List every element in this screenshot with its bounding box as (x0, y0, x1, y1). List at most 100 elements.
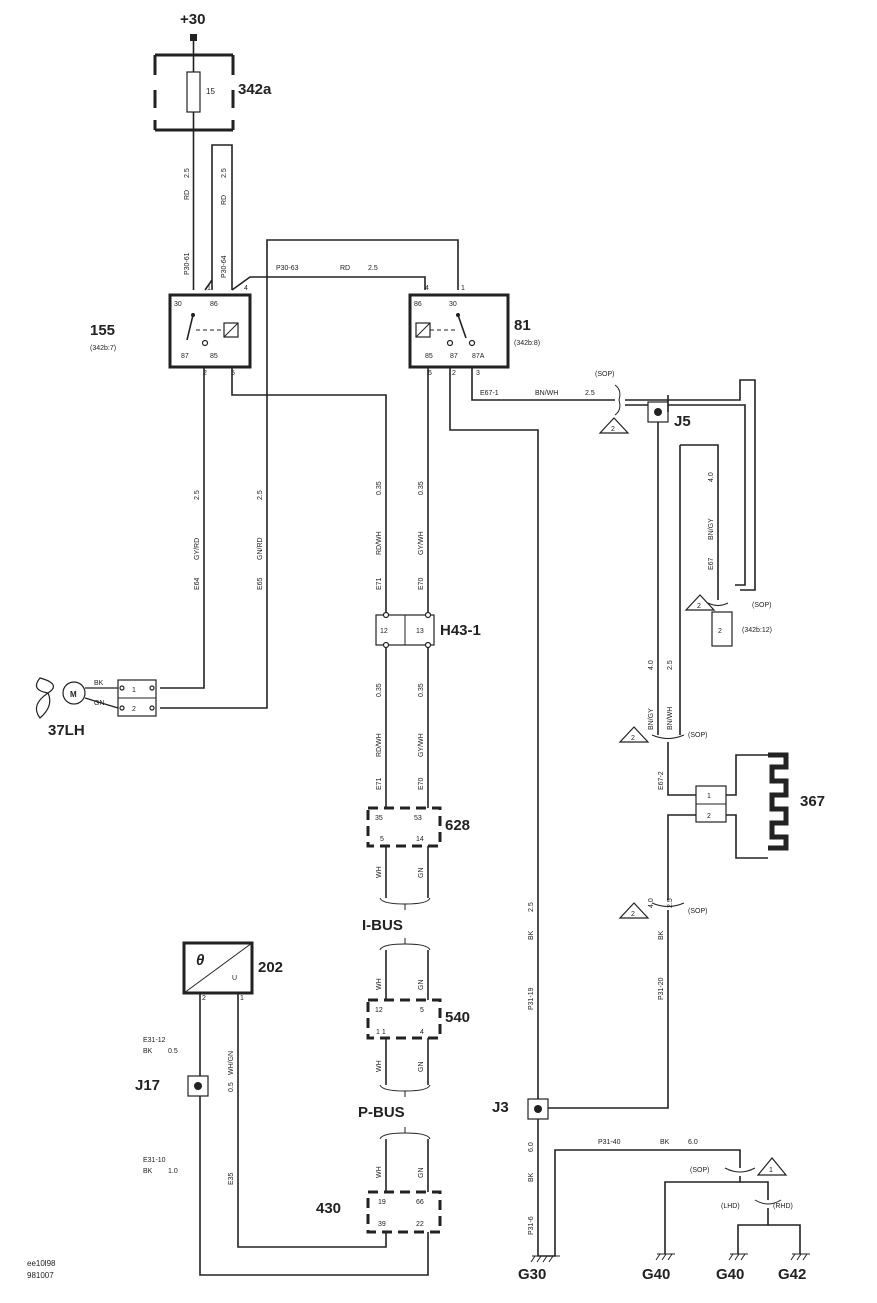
motor-icon (62, 681, 86, 705)
svg-text:5: 5 (231, 370, 235, 377)
svg-text:BK: BK (528, 1172, 535, 1182)
svg-text:87: 87 (450, 353, 458, 360)
module-628 (366, 806, 442, 848)
wire-size-w2: 2.5 (221, 168, 228, 178)
svg-text:1: 1 (132, 687, 136, 694)
fan-blade-icon (35, 677, 55, 719)
ground-g40b-label: G40 (716, 1266, 744, 1283)
svg-text:2.5: 2.5 (667, 898, 674, 908)
svg-text:0.35: 0.35 (376, 481, 383, 495)
svg-text:30: 30 (174, 301, 182, 308)
svg-text:2: 2 (631, 735, 635, 742)
svg-text:P30-63: P30-63 (276, 265, 299, 272)
ground-g40b-icon (728, 1253, 748, 1261)
svg-text:GN: GN (418, 868, 425, 879)
svg-text:2: 2 (132, 706, 136, 713)
svg-text:19: 19 (378, 1199, 386, 1206)
svg-text:2: 2 (202, 995, 206, 1002)
svg-text:4.0: 4.0 (648, 898, 655, 908)
svg-text:GN: GN (418, 980, 425, 991)
svg-text:WH: WH (376, 978, 383, 990)
module-540-label: 540 (445, 1009, 470, 1026)
svg-text:1: 1 (207, 285, 211, 292)
svg-text:BN/GY: BN/GY (648, 708, 655, 730)
svg-text:E64: E64 (194, 577, 201, 590)
svg-text:GN/RD: GN/RD (257, 537, 264, 560)
splice-j3-label: J3 (492, 1099, 509, 1116)
sensor-202 (182, 941, 254, 995)
module-430 (366, 1190, 442, 1234)
svg-text:5: 5 (420, 1007, 424, 1014)
svg-text:BK: BK (660, 1139, 670, 1146)
supply-terminal (190, 34, 197, 41)
svg-text:5: 5 (380, 836, 384, 843)
fuse-15 (186, 71, 201, 113)
svg-text:35: 35 (375, 815, 383, 822)
svg-text:14: 14 (416, 836, 424, 843)
svg-text:(RHD): (RHD) (773, 1203, 793, 1210)
svg-text:2: 2 (697, 603, 701, 610)
svg-text:(342b:8): (342b:8) (514, 340, 540, 347)
module-540 (366, 998, 442, 1040)
svg-text:GN: GN (94, 700, 105, 707)
svg-text:0.5: 0.5 (168, 1048, 178, 1055)
svg-text:BK: BK (528, 930, 535, 940)
svg-text:4: 4 (244, 285, 248, 292)
motor-37lh-label: 37LH (48, 722, 85, 739)
svg-text:P31-20: P31-20 (658, 977, 665, 1000)
svg-text:4: 4 (425, 285, 429, 292)
svg-text:RD: RD (340, 265, 350, 272)
svg-text:2: 2 (203, 370, 207, 377)
svg-text:U: U (232, 975, 237, 982)
svg-text:M: M (70, 690, 77, 699)
svg-text:2.5: 2.5 (528, 902, 535, 912)
svg-text:4: 4 (420, 1029, 424, 1036)
svg-text:12: 12 (375, 1007, 383, 1014)
splice-j5-label: J5 (674, 413, 691, 430)
module-430-label: 430 (316, 1200, 341, 1217)
svg-text:39: 39 (378, 1221, 386, 1228)
svg-text:E67-1: E67-1 (480, 390, 499, 397)
svg-text:3: 3 (476, 370, 480, 377)
svg-text:GN: GN (418, 1168, 425, 1179)
ibus-label: I-BUS (362, 917, 403, 934)
svg-text:P31-19: P31-19 (528, 987, 535, 1010)
sensor-theta-symbol: θ (196, 952, 205, 969)
svg-text:2: 2 (718, 628, 722, 635)
heater-element-icon (768, 752, 789, 851)
svg-text:GY/WH: GY/WH (418, 733, 425, 757)
splice-j17-label: J17 (135, 1077, 160, 1094)
svg-text:1: 1 (769, 1167, 773, 1174)
svg-text:E71: E71 (376, 777, 383, 790)
ground-g42-icon (790, 1253, 810, 1261)
svg-text:E31-10: E31-10 (143, 1157, 166, 1164)
wire-code-w1: P30-61 (184, 252, 191, 275)
svg-text:12: 12 (380, 628, 388, 635)
wire-code-w2: P30-64 (221, 255, 228, 278)
svg-text:1 1: 1 1 (376, 1029, 386, 1036)
svg-text:2.5: 2.5 (257, 490, 264, 500)
svg-text:GN: GN (418, 1062, 425, 1073)
svg-text:(SOP): (SOP) (688, 732, 707, 739)
svg-text:0.35: 0.35 (418, 481, 425, 495)
svg-text:E65: E65 (257, 577, 264, 590)
wire-color-w2: RD (221, 195, 228, 205)
fuse-box-label: 342a (238, 81, 272, 98)
svg-text:86: 86 (414, 301, 422, 308)
svg-text:2.5: 2.5 (368, 265, 378, 272)
svg-text:BK: BK (143, 1168, 153, 1175)
svg-text:2: 2 (611, 426, 615, 433)
footer-date: 981007 (27, 1271, 54, 1280)
svg-text:2.5: 2.5 (194, 490, 201, 500)
svg-text:87: 87 (181, 353, 189, 360)
relay-81 (408, 293, 510, 369)
svg-text:2.5: 2.5 (667, 660, 674, 670)
svg-text:(342b:7): (342b:7) (90, 345, 116, 352)
svg-text:WH: WH (376, 1060, 383, 1072)
module-628-label: 628 (445, 817, 470, 834)
svg-text:E67-2: E67-2 (658, 771, 665, 790)
svg-text:87A: 87A (472, 353, 485, 360)
svg-text:BN/WH: BN/WH (667, 707, 674, 730)
fuse-number: 15 (206, 87, 215, 96)
